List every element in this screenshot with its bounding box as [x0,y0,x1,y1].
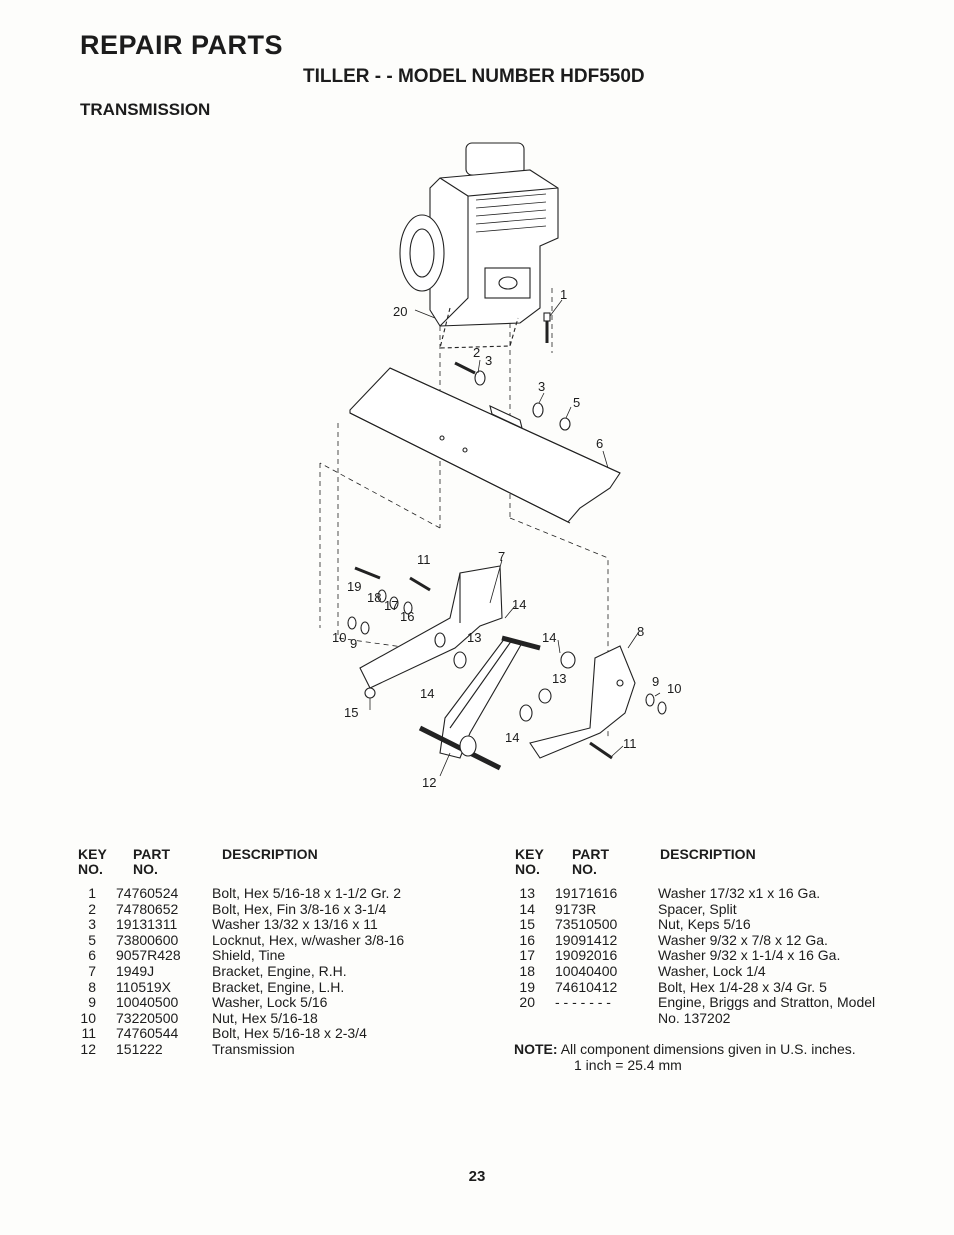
note-label: NOTE: [514,1041,558,1057]
page-title: REPAIR PARTS [80,30,284,60]
callout-19: 19 [347,579,361,594]
callout-8: 8 [637,624,644,639]
bolt-1-drawing [543,312,551,343]
callout-11: 11 [623,736,637,751]
col-header-description-left: DESCRIPTION [222,846,318,862]
section-heading: TRANSMISSION [80,100,211,119]
callout-10: 10 [667,681,681,696]
callout-12: 12 [422,775,436,790]
col-header-description-right: DESCRIPTION [660,846,756,862]
callout-2: 2 [473,345,480,360]
callout-14: 14 [420,686,434,701]
callout-7: 7 [498,549,505,564]
table-row-continuation: No. 137202 [658,1009,731,1026]
transmission-drawing [418,635,541,771]
engine-drawing [399,142,559,349]
callout-14: 14 [542,630,556,645]
model-subtitle: TILLER - - MODEL NUMBER HDF550D [303,66,645,87]
callout-18: 18 [367,590,381,605]
callout-17: 17 [384,598,398,613]
callout-15: 15 [344,705,358,720]
note-line-2: 1 inch = 25.4 mm [574,1057,682,1073]
engine-bracket-lh-drawing [529,645,636,759]
note-line-1: All component dimensions given in U.S. i… [560,1041,856,1057]
engine-bracket-rh-drawing [359,565,503,689]
page-number: 23 [468,1168,486,1185]
callout-14: 14 [505,730,519,745]
callout-3: 3 [538,379,545,394]
callout-13: 13 [552,671,566,686]
dimension-note: NOTE: All component dimensions given in … [514,1041,856,1073]
tine-shield-drawing [349,367,621,524]
table-row: 20- - - - - - -Engine, Briggs and Stratt… [519,994,876,1011]
exploded-parts-diagram: 20 1 2 3 3 5 6 11 7 19 18 17 16 14 10 9 … [319,142,681,790]
callout-14: 14 [512,597,526,612]
callout-5: 5 [573,395,580,410]
callout-9: 9 [350,636,357,651]
callout-6: 6 [596,436,603,451]
callout-3: 3 [485,353,492,368]
callout-11: 11 [417,552,431,567]
callout-13: 13 [467,630,481,645]
callout-16: 16 [400,609,414,624]
callout-1: 1 [560,287,567,302]
callout-9: 9 [652,674,659,689]
callout-10: 10 [332,630,346,645]
callout-20: 20 [393,304,407,319]
diagram-callouts: 20 1 2 3 3 5 6 11 7 19 18 17 16 14 10 9 … [332,287,681,790]
